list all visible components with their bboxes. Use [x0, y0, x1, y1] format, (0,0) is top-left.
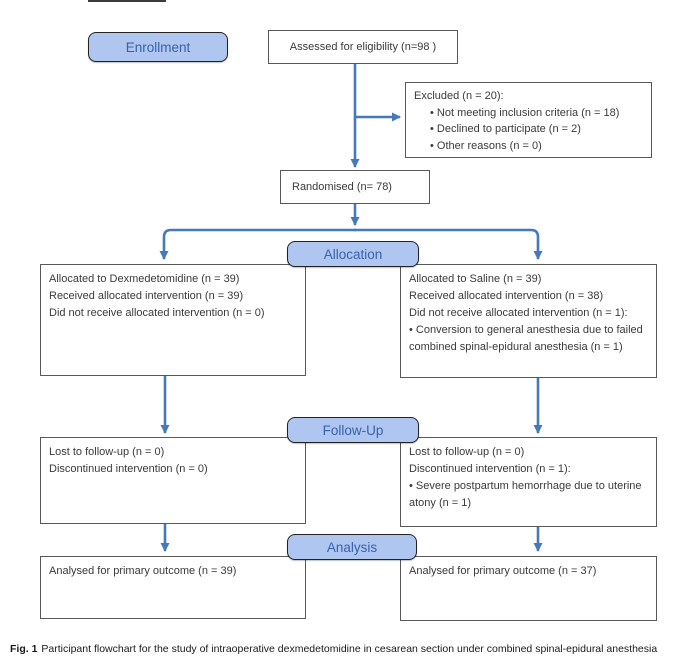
alloc-right-line: • Conversion to general anesthesia due t…	[409, 324, 643, 353]
box-randomised: Randomised (n= 78)	[280, 170, 430, 204]
box-assessed: Assessed for eligibility (n=98 )	[268, 30, 458, 64]
alloc-left-line: Allocated to Dexmedetomidine (n = 39)	[49, 273, 240, 285]
followup-left-line: Lost to follow-up (n = 0)	[49, 446, 165, 458]
alloc-right-line: Did not receive allocated intervention (…	[409, 307, 628, 319]
followup-left-line: Discontinued intervention (n = 0)	[49, 463, 208, 475]
stage-analysis: Analysis	[287, 534, 417, 560]
branch-to-alloc-right	[354, 228, 543, 260]
excluded-bullet: • Declined to participate (n = 2)	[430, 123, 581, 135]
analysis-right-line: Analysed for primary outcome (n = 37)	[409, 565, 597, 577]
stage-allocation: Allocation	[287, 241, 419, 267]
box-analysis-saline: Analysed for primary outcome (n = 37)	[400, 556, 657, 621]
box-analysis-dexmedetomidine: Analysed for primary outcome (n = 39)	[40, 556, 306, 619]
box-allocation-saline: Allocated to Saline (n = 39) Received al…	[400, 264, 657, 378]
excluded-bullet: • Not meeting inclusion criteria (n = 18…	[430, 106, 620, 119]
cropped-top-artifact	[88, 0, 166, 2]
alloc-right-line: Allocated to Saline (n = 39)	[409, 273, 542, 285]
box-followup-saline: Lost to follow-up (n = 0) Discontinued i…	[400, 437, 657, 527]
stage-enrollment: Enrollment	[88, 32, 228, 62]
alloc-right-line: Received allocated intervention (n = 38)	[409, 290, 604, 302]
box-allocation-dexmedetomidine: Allocated to Dexmedetomidine (n = 39) Re…	[40, 264, 306, 376]
box-excluded: Excluded (n = 20): • Not meeting inclusi…	[405, 82, 652, 158]
box-followup-dexmedetomidine: Lost to follow-up (n = 0) Discontinued i…	[40, 437, 306, 524]
excluded-title: Excluded (n = 20):	[414, 90, 504, 102]
figure-caption-label: Fig. 1	[10, 643, 38, 655]
alloc-left-line: Did not receive allocated intervention (…	[49, 307, 265, 319]
stage-followup: Follow-Up	[287, 417, 419, 443]
alloc-left-line: Received allocated intervention (n = 39)	[49, 290, 244, 302]
followup-right-line: Discontinued intervention (n = 1):	[409, 463, 571, 475]
analysis-left-line: Analysed for primary outcome (n = 39)	[49, 565, 237, 577]
followup-right-line: • Severe postpartum hemorrhage due to ut…	[409, 480, 642, 509]
followup-right-line: Lost to follow-up (n = 0)	[409, 446, 525, 458]
figure-caption-text: Participant flowchart for the study of i…	[41, 643, 658, 655]
excluded-bullet: • Other reasons (n = 0)	[430, 139, 542, 152]
branch-to-alloc-left	[159, 228, 356, 260]
